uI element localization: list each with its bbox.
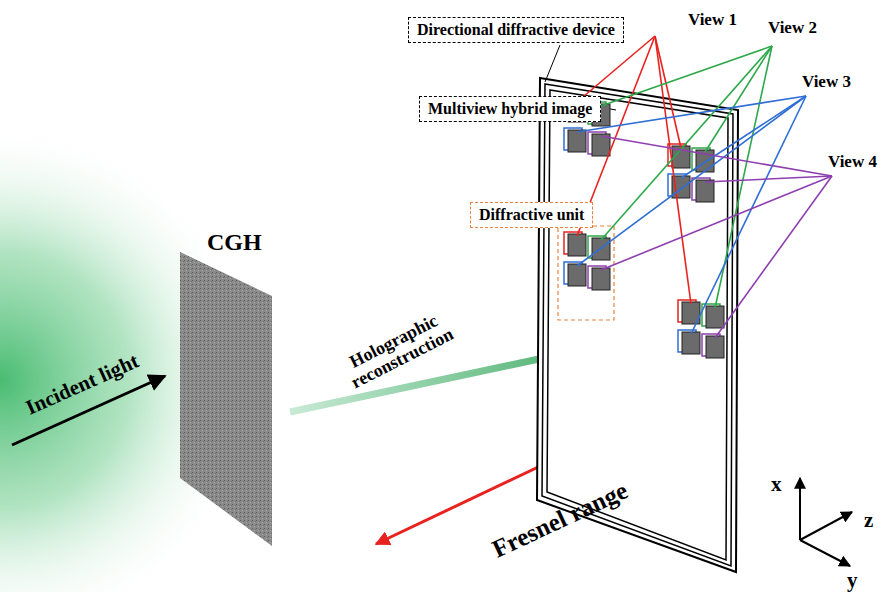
svg-part bbox=[577, 36, 832, 338]
view-ray bbox=[691, 96, 806, 334]
view-ray bbox=[681, 96, 806, 178]
view-ray bbox=[601, 136, 832, 176]
view-ray bbox=[577, 96, 806, 266]
leader-line bbox=[545, 45, 560, 82]
diffractive-element bbox=[592, 268, 610, 290]
cgh-panel bbox=[180, 252, 272, 546]
diffractive-element bbox=[568, 234, 586, 256]
diffractive-element bbox=[568, 264, 586, 286]
axis-label: y bbox=[847, 568, 858, 592]
plate-middle bbox=[542, 84, 733, 566]
axis-z bbox=[800, 512, 852, 540]
node-text: Diffractive unit bbox=[479, 206, 584, 224]
view-ray bbox=[577, 36, 655, 102]
node-text: CGH bbox=[207, 229, 262, 256]
diffractive-element bbox=[706, 336, 724, 358]
diffractive-element bbox=[568, 130, 586, 152]
axis-x bbox=[799, 478, 801, 540]
axis-label: z bbox=[864, 508, 873, 533]
view-label: View 2 bbox=[768, 18, 817, 38]
node-text: Multiview hybrid image bbox=[428, 100, 592, 118]
view-ray bbox=[705, 46, 772, 152]
diffractive-element bbox=[696, 180, 714, 202]
view-ray bbox=[715, 176, 832, 338]
unit-label-box: Diffractive unit bbox=[470, 202, 593, 228]
axis-y bbox=[800, 540, 850, 566]
view-ray bbox=[705, 176, 832, 182]
diffractive-element bbox=[706, 306, 724, 328]
unit-outline bbox=[558, 226, 614, 320]
axis-label: x bbox=[771, 472, 782, 497]
dashed-label-box: Multiview hybrid image bbox=[419, 96, 601, 122]
dashed-label-box: Directional diffractive device bbox=[408, 17, 624, 43]
view-label: View 4 bbox=[828, 152, 877, 172]
view-ray bbox=[715, 46, 772, 308]
view-ray bbox=[577, 96, 806, 132]
cgh-heading: CGH bbox=[205, 229, 264, 256]
view-label: View 3 bbox=[802, 72, 851, 92]
svg-part bbox=[564, 98, 724, 358]
diffractive-element bbox=[682, 332, 700, 354]
view-label: View 1 bbox=[688, 10, 737, 30]
plate-outer bbox=[537, 78, 738, 572]
node-text: Directional diffractive device bbox=[417, 21, 615, 39]
plate-inner bbox=[547, 90, 728, 560]
